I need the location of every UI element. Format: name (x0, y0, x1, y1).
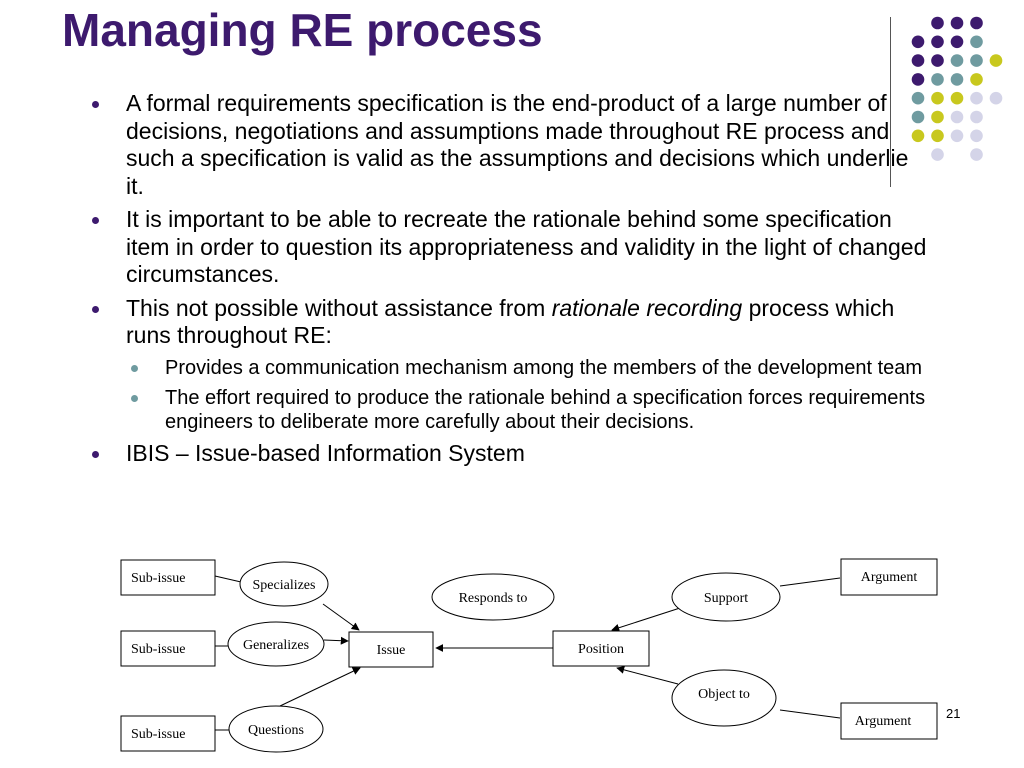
decorative-dot (950, 73, 964, 86)
decorative-dot (931, 16, 944, 30)
decorative-dot (950, 91, 964, 105)
decorative-dot (970, 129, 983, 143)
argument-box (840, 702, 938, 740)
decorative-dot (931, 73, 944, 86)
sub-issue-box (120, 559, 216, 596)
decorative-dot (970, 35, 983, 49)
slide-title: Managing RE process (62, 4, 543, 56)
argument-label: Argument (861, 570, 918, 585)
generalizes-ellipse (227, 621, 325, 667)
bullet-text: It is important to be able to recreate t… (126, 206, 927, 287)
position-box (552, 630, 650, 667)
questions-label: Questions (248, 723, 304, 738)
decorative-dot (970, 148, 983, 161)
decorative-vertical-line (890, 17, 891, 187)
decorative-dot (970, 54, 983, 67)
sub-bullet-text: Provides a communication mechanism among… (165, 356, 923, 379)
sub-bullet-item: Provides a communication mechanism among… (89, 356, 929, 380)
decorative-dot (931, 110, 944, 124)
decorative-dot (950, 35, 964, 49)
support-ellipse (671, 572, 781, 622)
bullet-text-before: This not possible without assistance fro… (126, 294, 552, 321)
connector-line (322, 603, 360, 631)
bullet-item: This not possible without assistance fro… (89, 295, 929, 350)
decorative-dot (931, 148, 944, 161)
object-to-ellipse (671, 669, 777, 727)
decorative-dot (970, 16, 983, 30)
decorative-dot (911, 54, 925, 67)
decorative-dot (989, 91, 1003, 105)
object-to-label: Object to (698, 687, 750, 702)
decorative-dot (931, 91, 944, 105)
decorative-dot (970, 91, 983, 105)
bullet-text: A formal requirements specification is t… (126, 90, 909, 199)
decorative-dot (950, 110, 964, 124)
decorative-dot (950, 129, 964, 143)
decorative-dot (970, 110, 983, 124)
responds-to-label: Responds to (459, 591, 528, 606)
issue-label: Issue (377, 643, 406, 658)
position-label: Position (578, 642, 624, 657)
connector-line (779, 709, 841, 719)
decorative-dot (970, 73, 983, 86)
sub-issue-box (120, 630, 216, 667)
sub-issue-label: Sub-issue (131, 571, 185, 586)
connector-line (779, 577, 841, 587)
bullet-text: IBIS – Issue-based Information System (126, 439, 525, 466)
connector-line (279, 667, 361, 707)
decorative-dot (931, 129, 944, 143)
generalizes-label: Generalizes (243, 638, 309, 653)
bullet-item: It is important to be able to recreate t… (89, 206, 929, 289)
page-number: 21 (946, 706, 961, 721)
bullet-item: A formal requirements specification is t… (89, 90, 929, 200)
decorative-dot (911, 35, 925, 49)
sub-issue-label: Sub-issue (131, 642, 185, 657)
connector-line (616, 665, 679, 685)
ibis-diagram: Sub-issue Sub-issue Sub-issue Specialize… (120, 558, 938, 753)
argument-label: Argument (855, 714, 912, 729)
questions-ellipse (228, 705, 324, 753)
connector-line (323, 636, 349, 645)
bullet-text-italic: rationale recording (551, 294, 743, 321)
bullet-list: A formal requirements specification is t… (89, 90, 929, 473)
support-label: Support (704, 591, 748, 606)
sub-bullet-item: The effort required to produce the ratio… (89, 386, 929, 434)
argument-box (840, 558, 938, 596)
sub-bullet-text: The effort required to produce the ratio… (165, 386, 926, 433)
decorative-dot (911, 73, 925, 86)
decorative-dot (931, 54, 944, 67)
sub-issue-box (120, 715, 216, 752)
issue-box (348, 631, 434, 668)
sub-issue-label: Sub-issue (131, 727, 185, 742)
connector-line (214, 575, 242, 583)
decorative-dot (989, 54, 1003, 67)
responds-to-ellipse (431, 573, 555, 621)
specializes-label: Specializes (253, 578, 316, 593)
specializes-ellipse (239, 561, 329, 607)
decorative-dot (950, 16, 964, 30)
bullet-text-after: process which runs throughout RE: (126, 294, 895, 349)
connector-line (611, 607, 681, 632)
decorative-dot (950, 54, 964, 67)
decorative-dot (931, 35, 944, 49)
bullet-item: IBIS – Issue-based Information System (89, 440, 929, 468)
